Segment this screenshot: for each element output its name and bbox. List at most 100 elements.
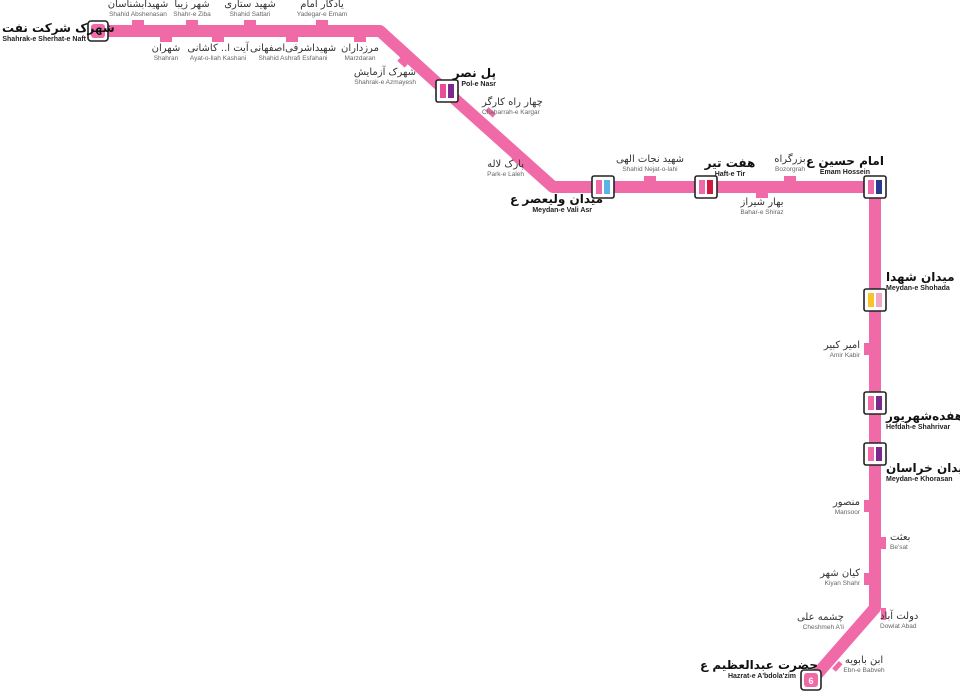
tick-abshenasan[interactable] [132, 20, 144, 25]
station-fa: هفده‌شهریور [886, 409, 960, 423]
station-en: Shahr-e Ziba [173, 11, 211, 18]
station-fa: امیر کبیر [823, 340, 860, 351]
interchange-khorasan[interactable] [863, 442, 887, 466]
station-en: Mansoor [834, 509, 860, 516]
station-label-shohada: میدان شهدا Meydan-e Shohada [886, 271, 958, 292]
station-fa: چشمه علی [796, 612, 844, 623]
station-en: Ayat-o-llah Kashani [189, 55, 247, 62]
interchange-polenasr[interactable] [435, 79, 459, 103]
station-en: Shahran [153, 55, 179, 62]
station-fa: امام حسین ع [806, 154, 884, 168]
station-en: Hefdah-e Shahrivar [886, 424, 951, 431]
station-fa: شهرک شرکت نفت [2, 21, 115, 35]
tick-ashrafi[interactable] [286, 37, 298, 42]
tick-mansoor[interactable] [864, 500, 869, 512]
station-label-ebnebabveh: ابن بابویه Ebn-e Babveh [834, 656, 894, 675]
station-label-haftetir: هفت تیر Haft-e Tir [700, 157, 760, 178]
station-en: Yadegar-e Emam [296, 11, 348, 18]
tick-dowlatabad[interactable] [881, 608, 886, 620]
station-label-valiasr: میدان ولیعصر ع Meydan-e Vali Asr [510, 193, 603, 214]
station-label-amirkabir: امیر کبیر Amir Kabir [808, 341, 860, 360]
station-fa: شهرک آزمایش [353, 67, 416, 78]
interchange-valiasr[interactable] [591, 175, 615, 199]
station-label-bozorgrah: بزرگراه Bozorgrah [768, 155, 812, 174]
station-en: Ebn-e Babveh [843, 667, 885, 674]
station-fa: بعثت [890, 532, 911, 543]
tick-ebnebabveh[interactable] [832, 660, 843, 672]
tick-besat[interactable] [881, 537, 886, 549]
station-fa: شهید ستاری [224, 0, 276, 10]
station-label-sattari: شهید ستاری Shahid Sattari [220, 0, 280, 19]
station-label-shahrak-naft: شهرک شرکت نفت Shahrak-e Sherhat-e Naft [2, 21, 115, 43]
station-label-kargar: چهار راه کارگر Chaharrah-e Kargar [482, 98, 562, 117]
station-label-khorasan: میدان خراسان Meydan-e Khorasan [886, 461, 960, 483]
station-fa: بهار شیراز [740, 197, 784, 208]
tick-shiraz[interactable] [756, 193, 768, 198]
station-en: Shahid Sattari [229, 11, 271, 18]
tick-cheshmehali[interactable] [846, 624, 857, 636]
station-label-kiyanshahr: کیان شهر Kiyan Shahr [806, 569, 860, 588]
station-label-marzdaran: مرزداران Marzdaran [334, 44, 386, 63]
tick-sattari[interactable] [244, 20, 256, 25]
station-en: Park-e Laleh [487, 171, 524, 178]
interchange-emamhossein[interactable] [863, 175, 887, 199]
station-ticks [132, 20, 886, 672]
station-fa: میدان خراسان [886, 461, 960, 475]
station-en: Be'sat [890, 544, 908, 551]
interchange-shohada[interactable] [863, 288, 887, 312]
terminal-start-marker[interactable]: 6 [87, 20, 109, 42]
tick-kashani[interactable] [212, 37, 224, 42]
station-label-besat: بعثت Be'sat [890, 533, 930, 552]
station-en: Dowlat Abad [880, 623, 917, 630]
station-fa: شهید نجات الهی [615, 154, 685, 165]
tick-nejatolahi[interactable] [644, 176, 656, 181]
station-fa: مرزداران [341, 43, 379, 54]
tick-kiyanshahr[interactable] [864, 573, 869, 585]
station-en: Pol-e Nasr [461, 81, 496, 88]
station-en: Bahar-e Shiraz [740, 209, 784, 216]
station-en: Meydan-e Vali Asr [532, 207, 592, 214]
station-label-nejatolahi: شهید نجات الهی Shahid Nejat-o-lahi [610, 155, 690, 174]
station-label-shahrivar: هفده‌شهریور Hefdah-e Shahrivar [886, 409, 960, 431]
station-en: Shahid Nejat-o-lahi [622, 166, 678, 173]
station-en: Bozorgrah [775, 166, 805, 173]
tick-parklaleh[interactable] [511, 155, 523, 166]
station-label-abshenasan: شهیدآبشناسان Shahid Abshenasan [98, 0, 178, 19]
tick-kargar[interactable] [485, 107, 497, 118]
station-fa: دولت آباد [880, 611, 919, 622]
station-label-ashrafi: شهیداشرفی‌اصفهانی Shahid Ashrafi Esfahan… [250, 44, 336, 63]
station-label-shahran: شهران Shahran [141, 44, 191, 63]
tick-marzdaran[interactable] [354, 37, 366, 42]
tick-bozorgrah[interactable] [784, 176, 796, 181]
station-label-dowlatabad: دولت آباد Dowlat Abad [880, 612, 940, 631]
station-fa: پارک لاله [487, 159, 524, 170]
tick-amirkabir[interactable] [864, 343, 869, 355]
interchange-haftetir[interactable] [694, 175, 718, 199]
station-en: Meydan-e Shohada [886, 285, 950, 292]
tick-shahreziba[interactable] [186, 20, 198, 25]
station-fa: شهر زیبا [174, 0, 210, 10]
interchange-shahrivar[interactable] [863, 391, 887, 415]
station-en: Shahrak-e Azmayesh [354, 79, 416, 86]
tick-shahran[interactable] [160, 37, 172, 42]
station-label-shahreziba: شهر زیبا Shahr-e Ziba [162, 0, 222, 19]
line-number-end: 6 [808, 676, 813, 686]
station-en: Haft-e Tir [714, 171, 746, 178]
station-label-cheshmehali: چشمه علی Cheshmeh A'li [790, 613, 844, 632]
station-fa: ابن بابویه [844, 655, 884, 666]
station-label-emamhossein: امام حسین ع Emam Hossein [806, 154, 884, 176]
station-fa: یادگار امام [300, 0, 344, 10]
station-en: Amir Kabir [829, 352, 860, 359]
station-label-kashani: آیت ا.. کاشانی Ayat-o-llah Kashani [180, 44, 256, 63]
line-number-start: 6 [95, 27, 100, 37]
station-en: Shahid Ashrafi Esfahani [258, 55, 328, 62]
station-en: Meydan-e Khorasan [886, 476, 953, 483]
station-en: Chaharrah-e Kargar [482, 109, 540, 116]
tick-azmayesh[interactable] [397, 57, 409, 68]
station-fa: چهار راه کارگر [482, 97, 543, 108]
station-en: Kiyan Shahr [824, 580, 860, 587]
tick-yadegar[interactable] [316, 20, 328, 25]
terminal-end-marker[interactable]: 6 [800, 669, 822, 691]
station-fa: پل نصر [452, 66, 496, 80]
